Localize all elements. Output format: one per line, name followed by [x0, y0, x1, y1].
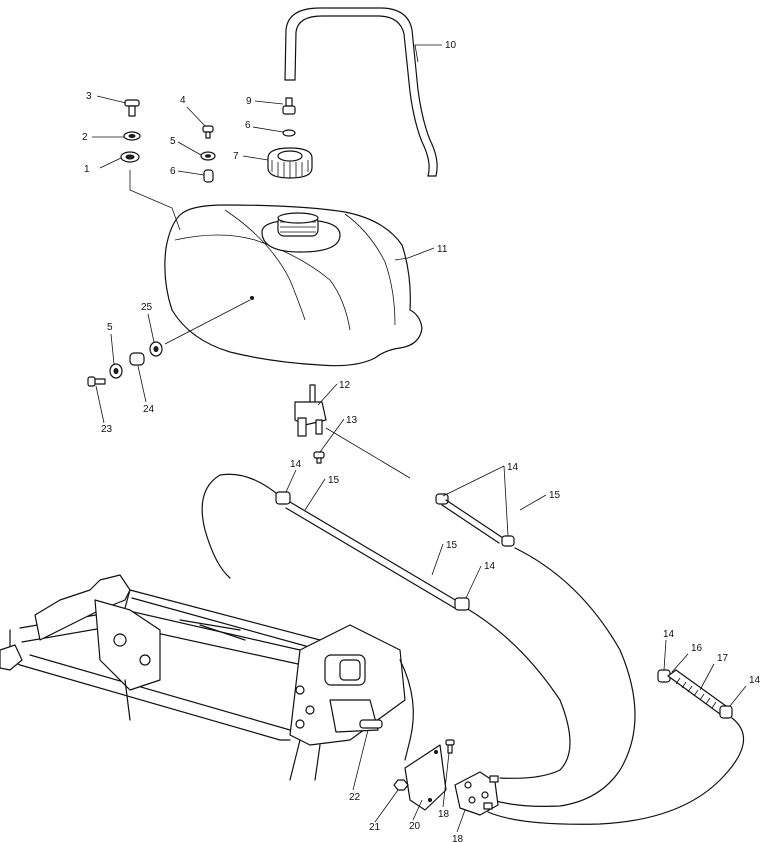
callout-13: 13 [346, 415, 358, 426]
fuel-line-upper [201, 473, 571, 779]
washer-5-lower [109, 363, 123, 379]
callout-18b: 18 [452, 834, 464, 842]
callout-2: 2 [82, 132, 88, 143]
pump-bracket-20 [404, 744, 447, 811]
fuel-cap-7 [267, 147, 313, 179]
grommet-1 [120, 151, 140, 163]
callout-24: 24 [143, 404, 155, 415]
callout-20: 20 [409, 821, 421, 832]
callout-6b: 6 [245, 120, 251, 131]
callout-15c: 15 [446, 540, 458, 551]
spacer-6 [203, 169, 214, 183]
grommet-25 [149, 341, 163, 357]
fuel-filter-line [487, 669, 745, 825]
callout-1: 1 [84, 164, 90, 175]
callout-16: 16 [691, 643, 703, 654]
callout-15b: 15 [549, 490, 561, 501]
bolt-3 [124, 99, 140, 117]
callout-17: 17 [717, 653, 729, 664]
vehicle-frame [0, 574, 414, 781]
callout-5a: 5 [170, 136, 176, 147]
callout-15a: 15 [328, 475, 340, 486]
callout-labels: 1 2 3 4 5 6 7 6 9 10 11 5 25 24 23 12 13… [82, 40, 761, 842]
callout-25: 25 [141, 302, 153, 313]
callout-5b: 5 [107, 322, 113, 333]
callout-18a: 18 [438, 809, 450, 820]
leader-lines [92, 44, 747, 833]
callout-7: 7 [233, 151, 239, 162]
fuel-tank [164, 204, 423, 367]
fuel-pump-18 [454, 771, 499, 816]
fuel-line-mid [435, 493, 636, 807]
spacer-24 [129, 352, 145, 366]
washer-6-cap [282, 129, 296, 137]
valve-screw-13 [313, 451, 325, 464]
bolt-4 [202, 125, 214, 139]
callout-14a: 14 [290, 459, 302, 470]
callout-12: 12 [339, 380, 351, 391]
vent-fitting-9 [282, 97, 296, 115]
callout-21: 21 [369, 822, 381, 833]
washer-5 [200, 151, 216, 161]
washer-2 [123, 131, 141, 141]
callout-11: 11 [437, 244, 448, 255]
callout-14e: 14 [749, 675, 761, 686]
callout-22: 22 [349, 792, 361, 803]
callout-9: 9 [246, 96, 252, 107]
vent-hose [284, 7, 438, 177]
callout-14c: 14 [484, 561, 496, 572]
screw-18 [445, 739, 455, 754]
nut-21 [393, 779, 409, 791]
bolt-23 [87, 376, 106, 387]
callout-4: 4 [180, 95, 186, 106]
callout-6a: 6 [170, 166, 176, 177]
fuel-valve-12 [294, 384, 327, 437]
callout-23: 23 [101, 424, 113, 435]
callout-14d: 14 [663, 629, 675, 640]
callout-14b: 14 [507, 462, 519, 473]
callout-3: 3 [86, 91, 92, 102]
callout-10: 10 [445, 40, 457, 51]
